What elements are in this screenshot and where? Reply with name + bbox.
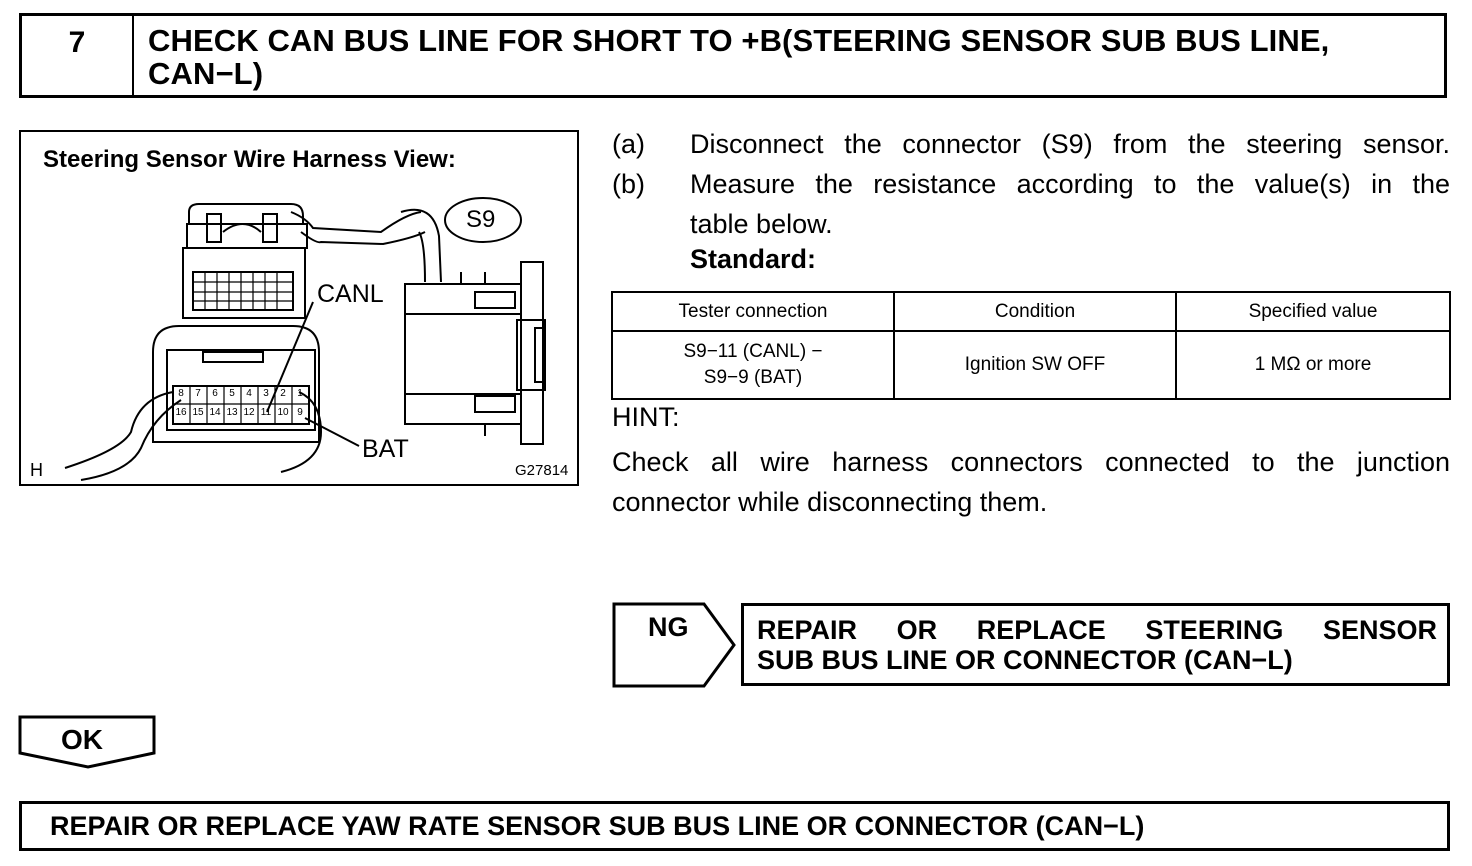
final-result-box: REPAIR OR REPLACE YAW RATE SENSOR SUB BU… <box>19 801 1450 851</box>
label-bat: BAT <box>362 435 409 463</box>
step-number: 7 <box>22 16 134 95</box>
pin-number: 5 <box>229 388 235 399</box>
pin-number: 11 <box>260 407 272 418</box>
ng-result-box: REPAIR OR REPLACE STEERING SENSOR SUB BU… <box>741 603 1450 686</box>
cell-tester-connection: S9−11 (CANL) − S9−9 (BAT) <box>611 330 895 400</box>
pin-number: 12 <box>243 407 255 418</box>
ng-label: NG <box>648 612 689 642</box>
hint-label: HINT: <box>612 402 680 432</box>
pin-number: 2 <box>280 388 286 399</box>
pin-number: 14 <box>209 407 221 418</box>
ng-arrow-icon <box>612 602 736 688</box>
ng-result-line1: REPAIR OR REPLACE STEERING SENSOR <box>757 615 1437 645</box>
hint-text: Check all wire harness connectors connec… <box>612 447 1450 517</box>
label-canl: CANL <box>317 280 384 308</box>
ok-label: OK <box>61 724 103 755</box>
corner-mark: H <box>30 460 43 480</box>
pin-number: 16 <box>175 407 187 418</box>
connection-line: S9−9 (BAT) <box>703 367 803 388</box>
instruction-text: Measure the resistance according to the … <box>690 169 1450 199</box>
column-header: Specified value <box>1175 291 1451 332</box>
spec-table: Tester connection Condition Specified va… <box>611 291 1451 400</box>
pin-number: 13 <box>226 407 238 418</box>
cell-specified-value: 1 MΩ or more <box>1175 330 1451 400</box>
wire-harness-figure: Steering Sensor Wire Harness View: S9 CA… <box>19 130 579 486</box>
column-header: Tester connection <box>611 291 895 332</box>
pin-number: 6 <box>212 388 218 399</box>
step-title: CHECK CAN BUS LINE FOR SHORT TO +B(STEER… <box>134 16 1444 95</box>
figure-code: G27814 <box>515 462 569 479</box>
ok-arrow-icon <box>18 715 156 769</box>
pin-number: 8 <box>178 388 184 399</box>
column-header: Condition <box>893 291 1177 332</box>
pin-number: 7 <box>195 388 201 399</box>
instruction-mark: (a) <box>612 129 645 159</box>
connector-drawing <box>64 197 546 481</box>
step-title-line1: CHECK CAN BUS LINE FOR SHORT TO +B(STEER… <box>148 23 1330 58</box>
pin-number: 4 <box>246 388 252 399</box>
instruction-text: Disconnect the connector (S9) from the s… <box>690 129 1450 159</box>
connector-label-s9: S9 <box>466 206 496 233</box>
pin-number: 1 <box>297 388 303 399</box>
step-header: 7 CHECK CAN BUS LINE FOR SHORT TO +B(STE… <box>19 13 1447 98</box>
table-header-row: Tester connection Condition Specified va… <box>611 291 1451 332</box>
connection-line: S9−11 (CANL) − <box>683 341 823 362</box>
standard-label: Standard: <box>690 244 817 274</box>
step-title-line2: CAN−L) <box>148 56 264 91</box>
pin-number: 15 <box>192 407 204 418</box>
ng-result-line2: SUB BUS LINE OR CONNECTOR (CAN−L) <box>757 645 1293 675</box>
instruction-text: table below. <box>690 209 833 239</box>
final-result-text: REPAIR OR REPLACE YAW RATE SENSOR SUB BU… <box>50 811 1145 841</box>
table-row: S9−11 (CANL) − S9−9 (BAT) Ignition SW OF… <box>611 330 1451 400</box>
pin-number: 9 <box>297 407 303 418</box>
pin-number: 10 <box>277 407 289 418</box>
figure-title: Steering Sensor Wire Harness View: <box>43 146 456 173</box>
pin-number: 3 <box>263 388 269 399</box>
cell-condition: Ignition SW OFF <box>893 330 1177 400</box>
instruction-mark: (b) <box>612 169 645 199</box>
